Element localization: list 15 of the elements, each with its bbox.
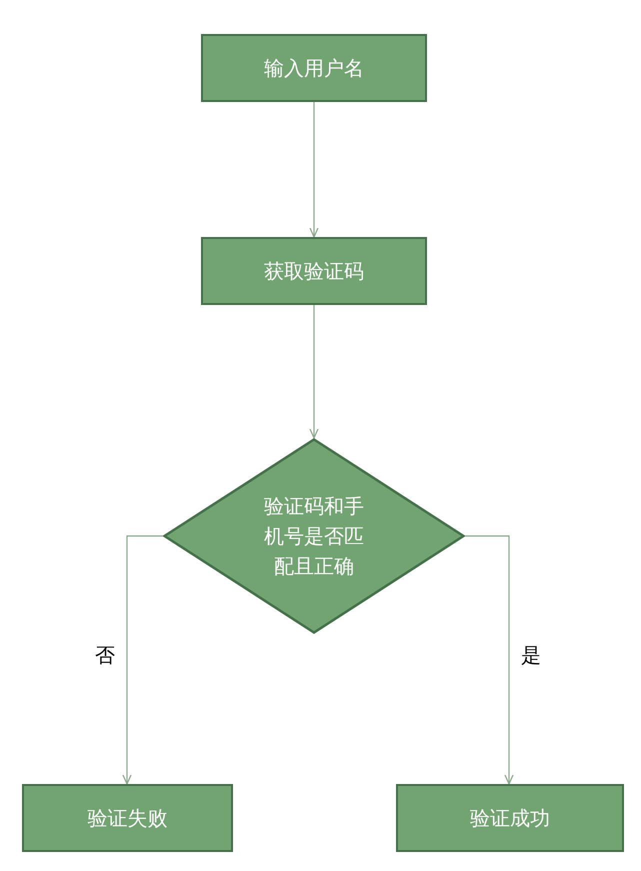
arrow <box>309 102 319 238</box>
edge-label: 否 <box>95 645 115 665</box>
process-box <box>201 34 427 102</box>
edge-label: 是 <box>521 645 541 665</box>
process-box <box>201 237 427 305</box>
decision-text: 验证码和手机号是否匹配且正确 <box>263 493 365 580</box>
arrow <box>122 535 163 785</box>
box-text: 验证成功 <box>470 805 550 832</box>
box-text: 输入用户名 <box>264 55 364 82</box>
arrow <box>465 535 514 785</box>
process-box <box>22 784 233 852</box>
box-text: 验证失败 <box>88 805 168 832</box>
box-text: 获取验证码 <box>264 258 364 285</box>
process-box <box>396 784 624 852</box>
arrow <box>309 305 319 439</box>
